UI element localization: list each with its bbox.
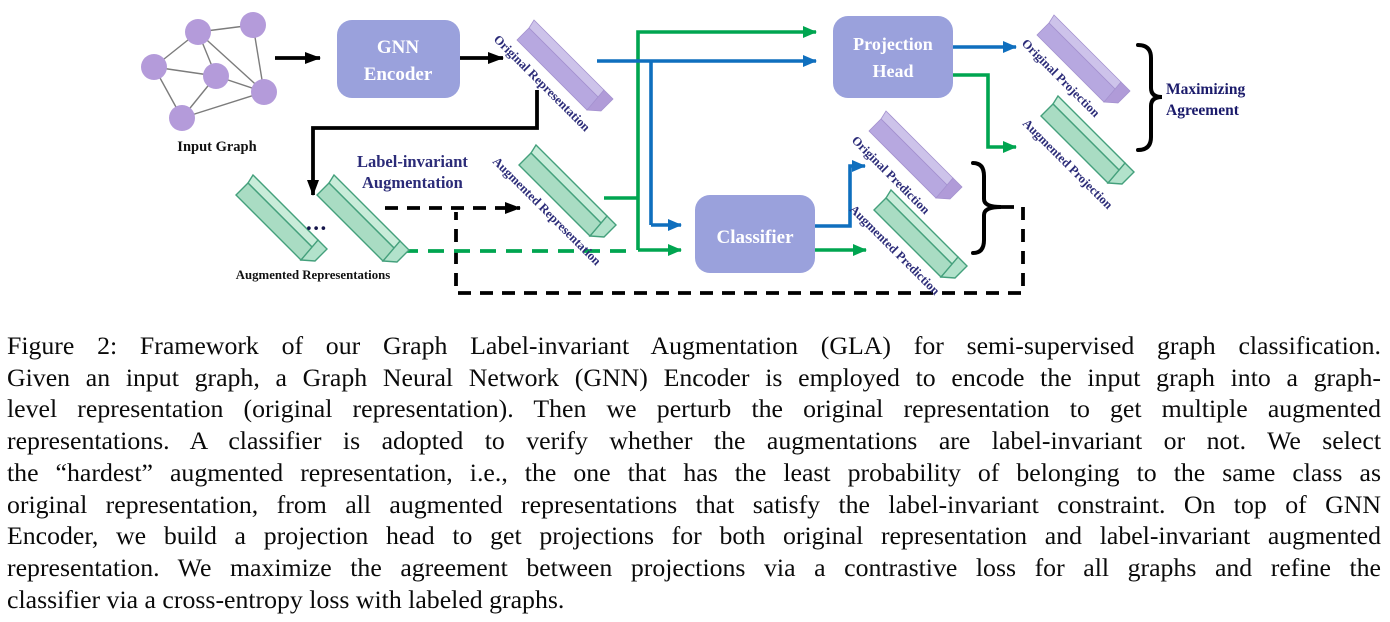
graph-node <box>141 54 167 80</box>
graph-node <box>169 105 195 131</box>
augmented-representation-bar <box>518 143 617 238</box>
caption-line: representations. A classifier is adopted… <box>7 426 1381 456</box>
arrow-representation-to-augmentation <box>307 90 539 196</box>
caption-line: the “hardest” augmented representation, … <box>7 457 1381 487</box>
augmented-prediction-bar <box>873 188 968 279</box>
graph-edge <box>197 31 265 93</box>
graph-node <box>185 19 211 45</box>
caption-line: original representation, from all augmen… <box>7 489 1381 519</box>
projection-head-label-1: Projection <box>853 34 933 54</box>
prediction-brace <box>971 161 1002 255</box>
augmented-representations-bar-2 <box>316 173 410 263</box>
green-line-to-projection-head <box>636 26 817 250</box>
graph-node <box>240 12 266 38</box>
blue-arrow-to-original-prediction <box>815 160 866 228</box>
maximizing-agreement-brace <box>1136 43 1163 152</box>
classifier-label: Classifier <box>716 227 794 248</box>
original-representation-bar <box>516 19 614 112</box>
green-arrow-to-augmented-projection <box>953 73 1017 153</box>
graph-node <box>203 63 229 89</box>
classifier-box: Classifier <box>695 195 815 273</box>
gnn-encoder-box: GNN Encoder <box>337 20 460 98</box>
graph-node <box>251 79 277 105</box>
augmented-representations-group-label: Augmented Representations <box>236 268 390 282</box>
label-invariant-augmentation-line2: Augmentation <box>362 173 463 192</box>
input-graph-nodes <box>141 12 277 131</box>
label-invariant-augmentation-line1: Label-invariant <box>357 152 468 171</box>
gnn-encoder-label-1: GNN <box>377 37 420 58</box>
maximizing-agreement-line1: Maximizing <box>1166 81 1245 98</box>
maximizing-agreement-line2: Agreement <box>1166 102 1240 119</box>
caption-line: Given an input graph, a Graph Neural Net… <box>7 362 1381 392</box>
caption-line: level representation (original represent… <box>7 394 1381 424</box>
green-flow-lines <box>604 26 1017 256</box>
input-graph-label: Input Graph <box>177 139 256 155</box>
input-graph: Input Graph <box>141 12 277 155</box>
caption-line: classifier via a cross-entropy loss with… <box>7 584 565 614</box>
caption-line: representation. We maximize the agreemen… <box>7 552 1381 582</box>
figure-caption: Figure 2: Framework of our Graph Label-i… <box>0 330 1390 615</box>
original-prediction-bar <box>868 110 963 200</box>
framework-diagram: Input Graph GNN Encod <box>141 12 1245 298</box>
augmented-projection-bar <box>1040 94 1135 185</box>
graph-edge <box>181 91 265 119</box>
ellipsis-dots: ... <box>306 210 328 235</box>
gnn-encoder-label-2: Encoder <box>364 64 433 85</box>
original-projection-bar <box>1036 14 1131 104</box>
caption-line: Encoder, we build a projection head to g… <box>7 521 1381 551</box>
projection-head-box: Projection Head <box>833 16 953 98</box>
augmented-representations-bar-1 <box>235 173 328 262</box>
caption-line: Figure 2: Framework of our Graph Label-i… <box>7 331 1381 360</box>
projection-head-label-2: Head <box>872 61 913 81</box>
blue-flow-lines <box>597 41 1017 231</box>
